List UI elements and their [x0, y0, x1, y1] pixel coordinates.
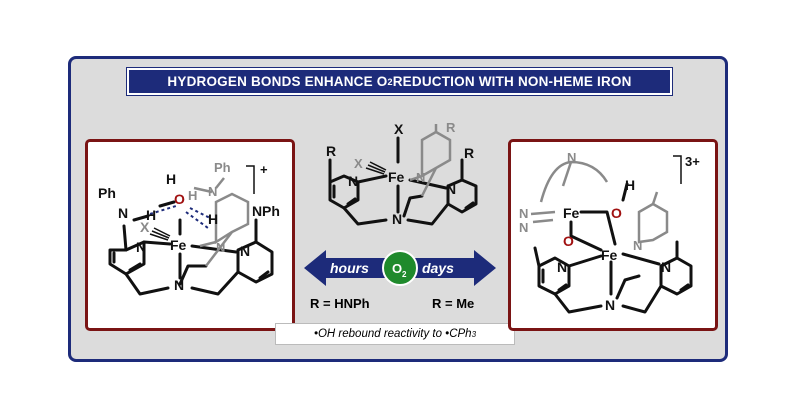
left-arrow [304, 250, 388, 286]
fe-label: Fe [170, 237, 187, 253]
days-label: days [422, 260, 454, 276]
right-pyridine-n-left-label: N [557, 259, 567, 275]
center-x-top-label: X [394, 121, 404, 137]
r-hnph-caption: R = HNPh [310, 296, 370, 311]
hydroxo-h-label: H [625, 177, 635, 193]
back-ph-label: Ph [214, 160, 231, 175]
bridge-n-left2-label: N [519, 220, 528, 235]
water-h-label: H [166, 171, 176, 187]
right-complex-structure: Fe Fe N N N H O O N N N N 3+ [519, 150, 700, 314]
left-complex-panel: Fe N N N X O H H H N N Ph Ph H N Ph N + [85, 139, 295, 331]
rebound-caption-subscript: 3 [471, 329, 477, 339]
ph-right-label: Ph [262, 203, 280, 219]
center-fe-label: Fe [388, 169, 405, 185]
hbond-h-right-label: H [208, 211, 218, 227]
oxo-o-label: O [563, 233, 574, 249]
hydroxo-o-label: O [611, 205, 622, 221]
center-x-side-label: X [354, 156, 363, 171]
back-n-label: N [208, 184, 217, 199]
center-r-right-label: R [464, 145, 474, 161]
back-h-label: H [188, 188, 197, 203]
center-pyridine-n-right-label: N [446, 181, 456, 197]
right-amine-n-label: N [605, 297, 615, 313]
nh-n-right-label: N [252, 203, 262, 219]
o2-label: O [392, 261, 402, 276]
amine-n-label: N [174, 277, 184, 293]
left-complex-structure: Fe N N N X O H H H N N Ph Ph H N Ph N + [98, 160, 280, 296]
back-pyridine-n-label: N [216, 240, 225, 255]
center-back-r-label: R [446, 120, 456, 135]
banner-subscript: 2 [387, 76, 393, 87]
pyridine-n-right-label: N [240, 243, 250, 259]
right-back-n-label: N [633, 238, 642, 253]
x-ligand-label: X [140, 219, 150, 235]
banner-text-2: REDUCTION WITH NON-HEME IRON [392, 74, 632, 89]
o2-circle [382, 250, 418, 286]
right-charge-label: 3+ [685, 154, 700, 169]
oxygen-label: O [174, 191, 185, 207]
fe2-label: Fe [601, 247, 618, 263]
center-r-left-label: R [326, 143, 336, 159]
center-amine-n-label: N [392, 211, 402, 227]
left-charge-label: + [260, 162, 268, 177]
right-arrow [412, 250, 496, 286]
banner-text: HYDROGEN BONDS ENHANCE O [167, 74, 388, 89]
r-me-caption: R = Me [432, 296, 475, 311]
right-complex-panel: Fe Fe N N N H O O N N N N 3+ [508, 139, 718, 331]
bridge-n-left-label: N [519, 206, 528, 221]
hours-label: hours [330, 260, 369, 276]
right-pyridine-n-right-label: N [661, 259, 671, 275]
pyridine-n-left-label: N [136, 239, 146, 255]
hbond-h-left-label: H [146, 207, 156, 223]
reaction-arrow: O 2 hours days [304, 250, 496, 286]
center-back-n-label: N [416, 170, 425, 185]
center-pyridine-n-left-label: N [348, 173, 358, 189]
nh-n-left-label: N [118, 205, 128, 221]
center-complex-structure: Fe N N N X R R X N R [326, 120, 478, 227]
bridge-n-top-label: N [567, 150, 576, 165]
o2-subscript: 2 [402, 270, 407, 279]
ph-left-label: Ph [98, 185, 116, 201]
rebound-caption-text: •OH rebound reactivity to •CPh [313, 328, 472, 340]
fe1-label: Fe [563, 205, 580, 221]
